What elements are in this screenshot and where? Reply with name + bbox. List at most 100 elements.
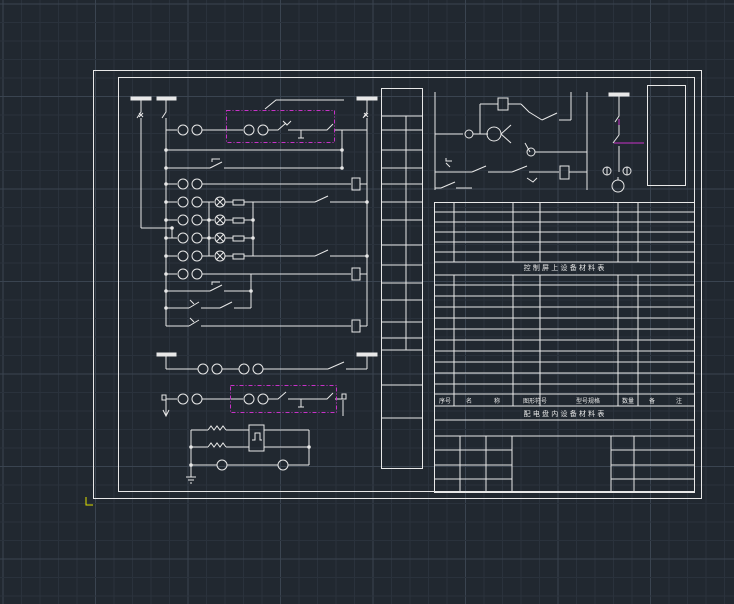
bus-bar — [356, 96, 378, 101]
header-seq: 序号 — [439, 397, 451, 405]
contact — [327, 361, 345, 370]
junction-dot — [164, 200, 168, 204]
coil — [197, 363, 209, 375]
contact — [209, 284, 223, 292]
contact-mark — [189, 299, 195, 305]
ground-mark — [298, 399, 304, 408]
breaker — [614, 96, 620, 123]
drawing-frame-outer — [93, 70, 702, 499]
lamp-x — [215, 215, 225, 225]
junction-dot — [365, 254, 369, 258]
junction-dot — [164, 272, 168, 276]
contact — [188, 301, 200, 309]
bus-bar — [156, 352, 177, 357]
contact — [188, 319, 200, 327]
selection-box-upper[interactable] — [226, 110, 335, 143]
coil — [177, 178, 189, 190]
header-qty: 数量 — [622, 397, 634, 405]
junction-dot — [207, 236, 211, 240]
bus-bar — [156, 96, 177, 101]
control-circuit-schematic — [130, 96, 378, 484]
highlighted-selection[interactable] — [226, 110, 337, 413]
junction-dot — [164, 289, 168, 293]
contact — [314, 249, 329, 257]
header-model: 型号规格 — [576, 397, 600, 405]
selection-box-lower[interactable] — [230, 385, 337, 413]
contact-mark — [445, 162, 451, 168]
header-remark-1: 备 — [649, 397, 655, 405]
terminal — [161, 394, 167, 401]
lamp-x — [215, 251, 225, 261]
contact — [541, 112, 558, 121]
junction-dot — [251, 218, 255, 222]
contact — [314, 195, 329, 203]
junction-dot — [365, 200, 369, 204]
header-name-2: 称 — [494, 397, 500, 405]
junction-dot — [164, 254, 168, 258]
coil — [177, 250, 189, 262]
inductor — [207, 425, 227, 431]
contact — [268, 391, 287, 400]
inductor — [207, 442, 227, 448]
table-labels: 控 制 屏 上 设 备 材 料 表 配 电 盘 内 设 备 材 料 表 序号 名… — [439, 263, 682, 418]
junction-dot — [164, 306, 168, 310]
top-wire — [264, 99, 344, 110]
contact-mark — [282, 120, 292, 126]
top-table-title: 控 制 屏 上 设 备 材 料 表 — [524, 263, 605, 272]
push-button — [211, 158, 220, 162]
header-symbol: 图形符号 — [523, 397, 547, 405]
push-button — [445, 158, 452, 162]
junction-dot — [249, 289, 253, 293]
coil — [177, 124, 189, 136]
terminal — [341, 393, 347, 400]
contact-mark — [526, 177, 538, 183]
header-name-1: 名 — [466, 397, 472, 405]
terminal-strip — [381, 88, 423, 469]
contact — [219, 301, 233, 309]
coil — [238, 363, 250, 375]
lamp-x — [215, 197, 225, 207]
bus-bar — [608, 92, 630, 97]
bus-bar — [356, 352, 378, 357]
coil — [177, 214, 189, 226]
material-tables — [434, 202, 695, 493]
push-button — [211, 281, 220, 285]
breaker-x — [138, 112, 144, 118]
contact — [312, 392, 334, 400]
secondary-circuit-schematic — [434, 85, 686, 193]
junction-dot — [189, 445, 193, 449]
timer-relay — [248, 424, 265, 452]
ucs-icon — [85, 497, 93, 506]
coil — [243, 393, 255, 405]
junction-dot — [207, 218, 211, 222]
contact — [440, 181, 456, 189]
terminal-block — [381, 88, 423, 469]
contact — [312, 123, 334, 131]
coil — [177, 268, 189, 280]
bus-bar — [130, 96, 152, 101]
bottom-table-title: 配 电 盘 内 设 备 材 料 表 — [524, 409, 605, 418]
junction-dot — [164, 148, 168, 152]
junction-dot — [164, 236, 168, 240]
wire — [520, 103, 543, 121]
junction-dot — [170, 226, 174, 230]
junction-dot — [251, 236, 255, 240]
equipment-box — [647, 85, 686, 186]
contact — [612, 134, 620, 144]
junction-dot — [307, 445, 311, 449]
coil — [243, 124, 255, 136]
breaker-x — [363, 112, 369, 118]
contact — [511, 165, 528, 173]
junction-dot — [340, 148, 344, 152]
junction-dot — [340, 166, 344, 170]
wire — [500, 124, 512, 135]
table-outline — [434, 202, 695, 493]
junction-dot — [164, 166, 168, 170]
arrow — [162, 409, 170, 418]
coil — [177, 196, 189, 208]
lamp-x — [215, 233, 225, 243]
header-remark-2: 注 — [676, 397, 682, 405]
contact-mark — [189, 317, 195, 323]
